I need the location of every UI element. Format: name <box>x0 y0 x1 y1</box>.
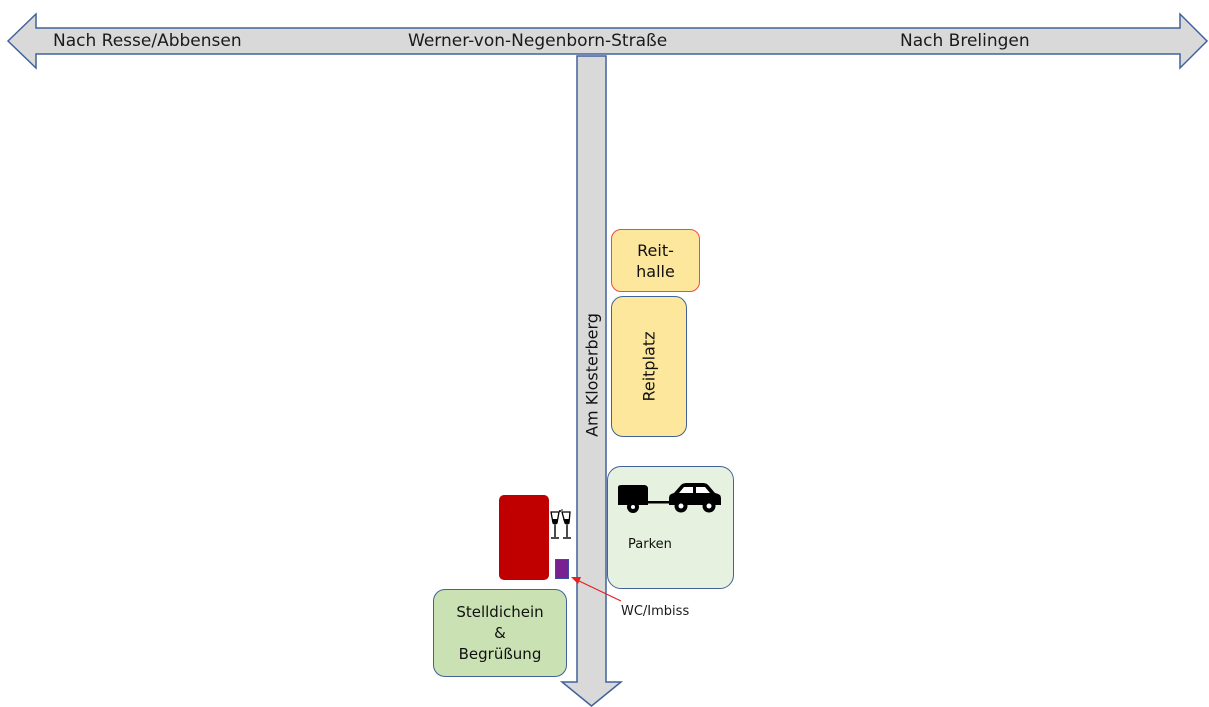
wc-pointer-head <box>571 577 581 584</box>
main-street-arrow <box>6 12 1209 70</box>
direction-right-label: Nach Brelingen <box>900 31 1030 51</box>
stelldichein-line2: & <box>494 623 506 642</box>
parking-box: Parken <box>607 466 734 589</box>
wc-pointer-line <box>576 579 622 602</box>
champagne-glasses-icon <box>550 509 571 539</box>
car-icon <box>669 483 721 513</box>
stelldichein-line1: Stelldichein <box>456 602 544 621</box>
stelldichein-line3: Begrüßung <box>458 644 542 663</box>
reitplatz-box: Reitplatz <box>611 296 687 437</box>
reithalle-line2: halle <box>636 261 675 281</box>
main-street-name: Werner-von-Negenborn-Straße <box>408 31 668 51</box>
stelldichein-box: Stelldichein & Begrüßung <box>433 589 567 677</box>
side-street-name: Am Klosterberg <box>582 313 602 437</box>
tent-block <box>499 495 549 580</box>
wc-label: WC/Imbiss <box>621 604 690 619</box>
reithalle-box: Reit- halle <box>611 229 700 292</box>
caravan-icon <box>618 485 670 513</box>
parking-label: Parken <box>628 537 672 552</box>
direction-left-label: Nach Resse/Abbensen <box>53 31 242 51</box>
reithalle-line1: Reit- <box>637 240 674 260</box>
side-street-arrow <box>559 55 624 707</box>
wc-marker <box>555 559 569 579</box>
reitplatz-label: Reitplatz <box>639 331 659 402</box>
